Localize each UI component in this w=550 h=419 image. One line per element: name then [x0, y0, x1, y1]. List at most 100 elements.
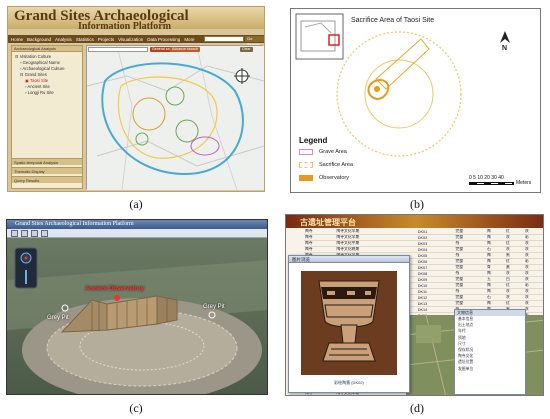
table-cell: 完整	[454, 258, 486, 265]
grey-pit-label-left[interactable]: Grey Pit	[47, 315, 69, 321]
map-title: Sacrifice Area of Taosi Site	[351, 17, 435, 24]
table-cell: DK04	[416, 246, 455, 253]
legend-swatch	[299, 149, 313, 155]
layer-tool-icon[interactable]	[41, 230, 48, 237]
table-cell: 灰	[523, 246, 543, 253]
table-cell: 灰	[523, 252, 543, 259]
table-cell: 完整	[454, 276, 486, 283]
info-panel-title: 文物信息	[455, 310, 525, 316]
menu-item[interactable]: More	[184, 36, 195, 42]
table-cell: DK03	[416, 240, 455, 247]
tree-item-selected[interactable]: ▣ Taosi Site	[25, 78, 49, 83]
measure-tool-icon[interactable]	[31, 230, 38, 237]
table-cell: 完整	[454, 264, 486, 271]
observatory-label[interactable]: Ancient Observatory	[85, 286, 145, 292]
table-cell: 玉	[485, 276, 505, 283]
table-cell: 残	[454, 288, 486, 295]
main-menu-bar: Home Background Analysis Statistics Proj…	[8, 35, 264, 43]
table-cell: 残	[454, 240, 486, 247]
table-cell: 残	[454, 252, 486, 259]
table-cell: 完整	[454, 294, 486, 301]
table-cell: 黄	[504, 264, 524, 271]
menu-item[interactable]: Home	[11, 36, 24, 42]
table-cell: 灰	[504, 234, 524, 241]
table-cell: 灰	[504, 288, 524, 295]
menu-item[interactable]: Analysis	[55, 36, 72, 42]
map-search-input[interactable]	[88, 47, 148, 52]
legend-item: Sacrifice Area	[299, 162, 353, 168]
sacrifice-map-canvas	[295, 13, 510, 157]
grey-pit-label-right[interactable]: Grey Pit	[203, 304, 225, 310]
viewer-title: 古遗址管理平台	[300, 218, 356, 227]
scale-bar	[469, 182, 514, 185]
popup-title: 图片浏览	[289, 256, 409, 263]
clear-button[interactable]: Clear	[240, 47, 253, 52]
table-cell: 陶寺	[304, 229, 336, 235]
table-cell: 白	[504, 276, 524, 283]
scale-labels: 0 5 10 20 30 40	[469, 175, 504, 181]
general-search-button[interactable]: General search	[150, 47, 179, 52]
table-cell: DK11	[416, 288, 455, 295]
top-search-input[interactable]	[204, 36, 244, 42]
table-cell: 红	[504, 258, 524, 265]
go-search-button[interactable]: Go Search	[245, 36, 264, 47]
tree-item[interactable]: ▫ Archaeological Culture	[20, 66, 65, 71]
table-cell: 陶寺	[304, 240, 336, 247]
info-row: 年代	[458, 329, 466, 334]
layer-tree: ⊟ Visitation Culture ▫ Geographical Name…	[12, 52, 82, 98]
sidebar-header[interactable]: Archaeological Analysis	[12, 46, 82, 52]
caption-d: (d)	[410, 401, 424, 415]
table-cell: 石	[485, 294, 505, 301]
caption-c: (c)	[129, 401, 143, 415]
image-popup: 图片浏览 彩绘陶簋 (DK02)	[288, 255, 410, 393]
scale-unit: Meters	[516, 180, 532, 186]
tree-item[interactable]: ⊟ Visitation Culture	[15, 54, 52, 59]
table-cell: DK13	[416, 300, 455, 307]
map-canvas[interactable]	[86, 45, 264, 191]
legend-item: Observatory	[299, 175, 349, 181]
tree-item[interactable]: ▫ Longji Ru Site	[25, 90, 54, 95]
info-row: 出土地点	[458, 323, 474, 328]
home-tool-icon[interactable]	[11, 230, 18, 237]
scene-canvas[interactable]	[7, 220, 268, 395]
menu-item[interactable]: Projects	[97, 36, 115, 42]
panel-c-3d-scene: Grand Sites Archaeological Information P…	[6, 219, 268, 395]
sidebar-section[interactable]: Thematic Display	[12, 167, 82, 174]
table-cell: 陶寺文化晚期	[335, 246, 417, 253]
table-cell: DK05	[416, 252, 455, 259]
table-cell: 骨	[485, 264, 505, 271]
table-cell: DK02	[416, 234, 455, 241]
menu-item[interactable]: Visualization	[118, 36, 144, 42]
menu-item[interactable]: Data Processing	[147, 36, 181, 42]
table-cell: 完整	[454, 300, 486, 307]
table-cell: DK07	[416, 264, 455, 271]
sidebar-section[interactable]: Query Results	[12, 176, 82, 183]
tree-item[interactable]: ▫ Ancient Site	[25, 84, 50, 89]
map-view[interactable]	[86, 45, 264, 191]
menu-item[interactable]: Background	[27, 36, 52, 42]
info-row: 发掘单位	[458, 366, 474, 371]
sidebar-section[interactable]: Spatio-temporal Analysis	[12, 158, 82, 165]
panel-b-sacrifice-map: Sacrifice Area of Taosi Site N Legend Gr…	[290, 8, 541, 193]
table-cell: 灰	[523, 270, 543, 277]
table-cell: 灰	[523, 288, 543, 295]
tree-item[interactable]: ⊟ Grand Sites	[20, 72, 47, 77]
nav-tool-icon[interactable]	[21, 230, 28, 237]
info-row: 遗址位置	[458, 360, 474, 365]
artifact-info-panel: 文物信息 基本信息 出土地点 年代 质地 尺寸 保存状况 陶寺文化 遗址位置 发…	[454, 309, 526, 395]
table-cell: 完整	[454, 234, 486, 241]
info-row: 保存状况	[458, 348, 474, 353]
legend-title: Legend	[299, 136, 328, 145]
menu-item[interactable]: Statistics	[75, 36, 94, 42]
table-cell: 陶寺文化中期	[335, 240, 417, 247]
advance-search-button[interactable]: Advance search	[170, 47, 200, 52]
caption-b: (b)	[410, 197, 424, 211]
table-cell: 灰	[504, 294, 524, 301]
tree-item[interactable]: ▫ Geographical Name	[20, 60, 60, 65]
sidebar: Archaeological Analysis ⊟ Visitation Cul…	[11, 45, 83, 189]
